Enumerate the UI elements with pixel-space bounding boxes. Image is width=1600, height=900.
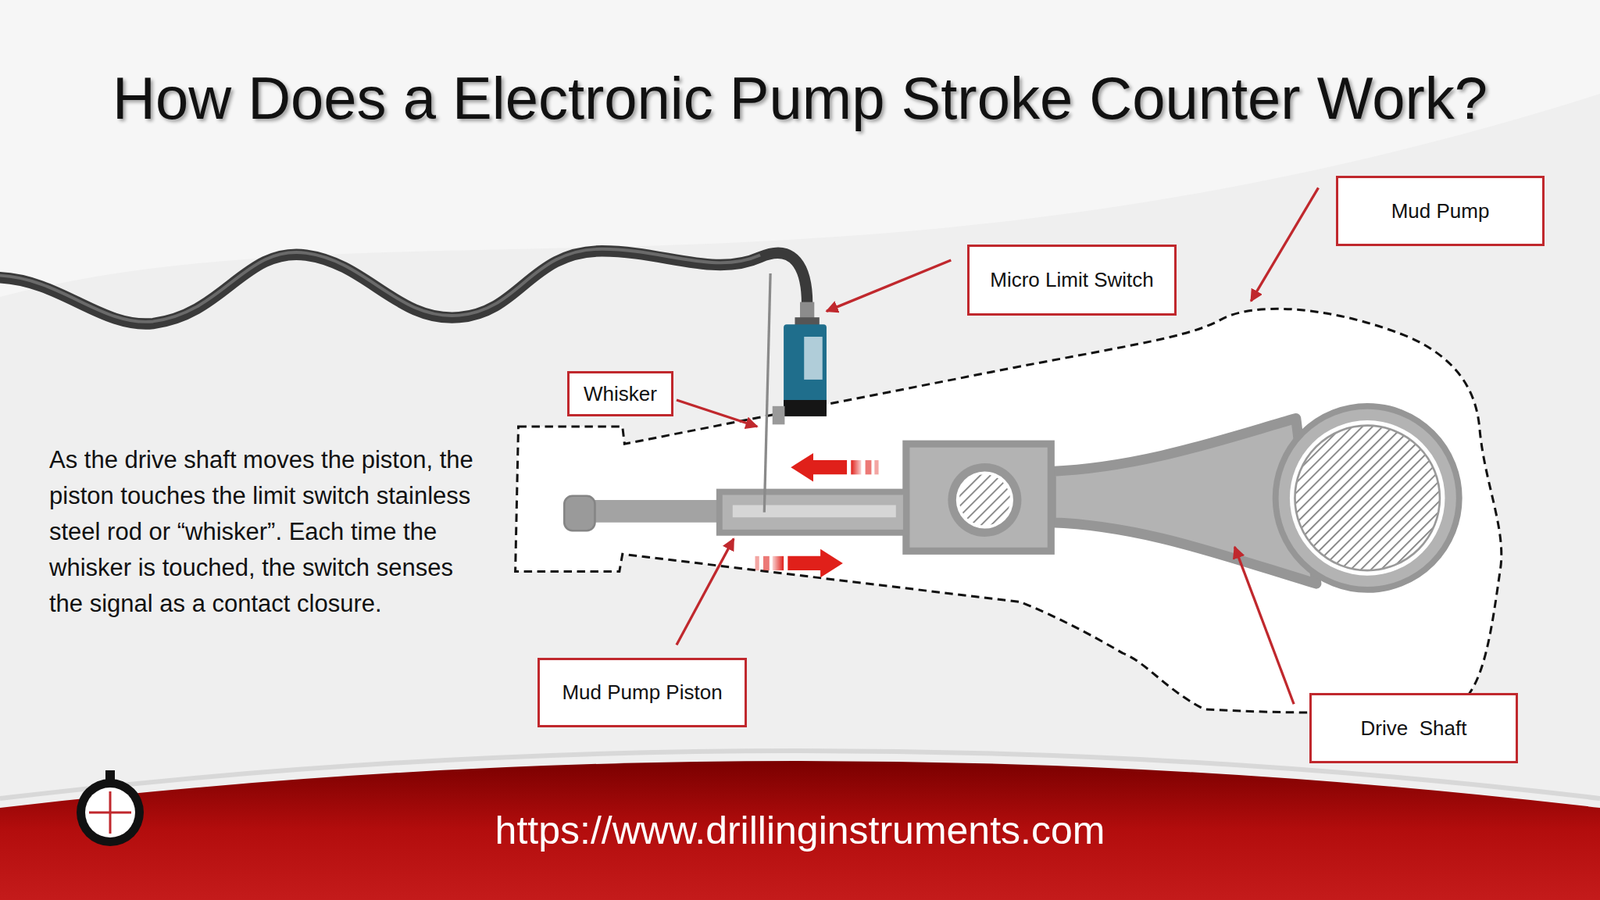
switch-lever	[772, 406, 786, 425]
wrist-pin-gap	[956, 471, 1014, 529]
logo-button	[105, 770, 115, 780]
logo-face	[85, 787, 136, 838]
signal-cable	[0, 250, 808, 324]
leader-arrow	[1250, 187, 1318, 301]
leader-arrow	[1234, 546, 1294, 704]
callout-box: Drive Shaft	[1309, 692, 1518, 764]
motion-arrow-tail	[772, 556, 784, 571]
rod-end	[564, 496, 595, 531]
motion-arrow-tail	[865, 460, 872, 475]
motion-arrow-tail	[755, 556, 760, 571]
description-text: As the drive shaft moves the piston, the…	[49, 442, 475, 622]
motion-arrow-tail	[850, 460, 861, 475]
wrist-pin-ring	[947, 463, 1022, 537]
piston-slot	[732, 505, 897, 518]
leader-arrow	[676, 539, 734, 646]
callout-box: Micro Limit Switch	[967, 244, 1177, 316]
motion-arrow-right	[787, 549, 843, 579]
whisker-rod	[764, 273, 771, 513]
switch-sticker	[803, 336, 823, 380]
callout-box: Mud Pump	[1335, 175, 1545, 247]
switch-base	[783, 400, 827, 417]
callout-label: Whisker	[583, 382, 658, 407]
crosshead	[906, 443, 1051, 551]
pump-housing-outline	[515, 308, 1502, 713]
footer-band	[0, 760, 1600, 900]
piston-rod	[586, 500, 724, 523]
logo-cross	[89, 811, 132, 815]
callout-box: Whisker	[567, 371, 674, 417]
motion-arrow-left	[790, 453, 847, 483]
crankshaft	[1294, 425, 1440, 571]
callout-label: Mud Pump	[1391, 199, 1490, 224]
crank-gap	[1289, 420, 1446, 576]
leader-arrow	[676, 400, 758, 427]
piston	[719, 492, 907, 533]
motion-arrow-tail	[874, 460, 879, 475]
callout-label: Micro Limit Switch	[989, 267, 1154, 293]
cable-highlight	[0, 249, 761, 322]
crank-ring	[1275, 406, 1460, 590]
logo-outer	[76, 778, 144, 847]
motion-arrow-tail	[763, 556, 770, 571]
callout-label: Mud Pump Piston	[561, 680, 722, 705]
diagram-title: How Does a Electronic Pump Stroke Counte…	[0, 64, 1600, 133]
website-url: https://www.drillinginstruments.com	[0, 807, 1600, 854]
callout-label: Drive Shaft	[1360, 716, 1468, 741]
wrist-pin	[959, 474, 1011, 525]
background-swoosh	[0, 0, 1600, 297]
callout-box: Mud Pump Piston	[537, 657, 747, 728]
leader-arrow	[826, 260, 951, 311]
